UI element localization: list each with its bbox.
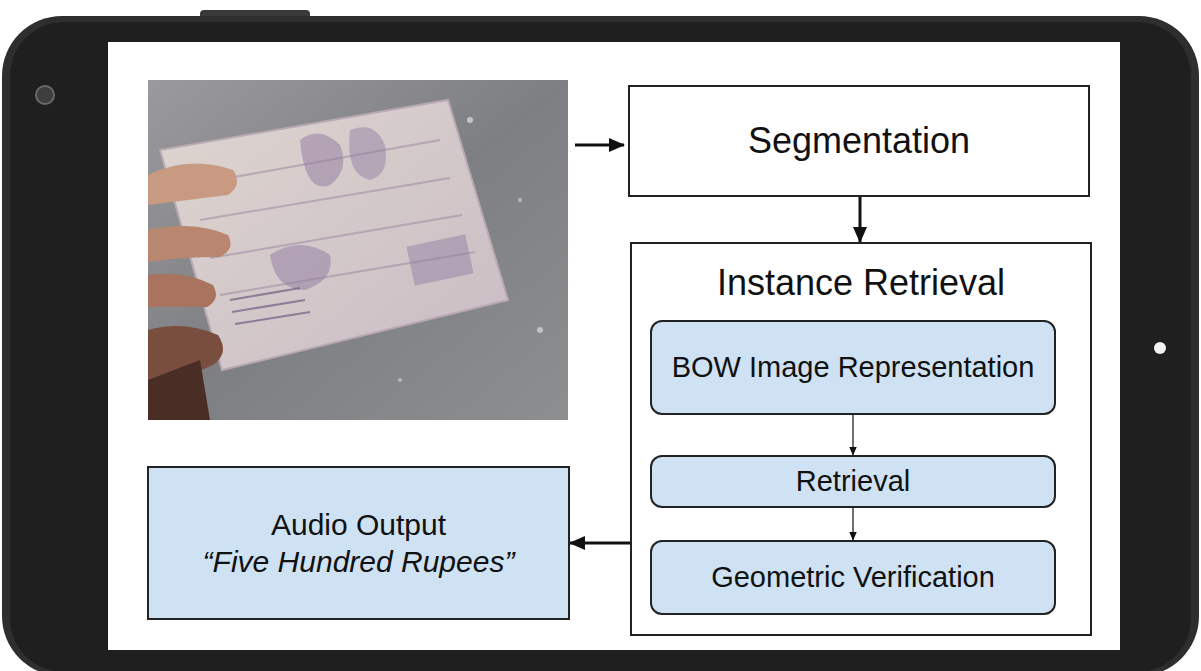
input-arrow — [575, 144, 624, 147]
flow-arrow — [570, 542, 630, 545]
node-label: Instance Retrieval — [632, 244, 1090, 304]
phone-screen — [108, 42, 1120, 650]
flow-arrow — [852, 508, 853, 540]
phone-bezel — [10, 22, 1191, 671]
node-label: Retrieval — [796, 464, 910, 499]
phone-camera — [36, 86, 54, 104]
banknote-photo — [148, 80, 568, 420]
node-label: Audio Output — [271, 506, 446, 544]
step-box: Retrieval — [650, 455, 1056, 508]
group-box: Instance RetrievalBOW Image Representati… — [630, 242, 1092, 636]
flow-arrow — [852, 415, 853, 455]
node-subtext: “Five Hundred Rupees” — [203, 543, 515, 581]
process-box: Segmentation — [628, 85, 1090, 197]
node-label: BOW Image Representation — [672, 350, 1035, 385]
phone-sensor — [1154, 342, 1166, 354]
node-label: Segmentation — [748, 120, 970, 162]
node-label: Geometric Verification — [711, 560, 995, 595]
output-box: Audio Output“Five Hundred Rupees” — [147, 466, 570, 620]
step-box: BOW Image Representation — [650, 320, 1056, 415]
step-box: Geometric Verification — [650, 540, 1056, 615]
flow-arrow — [859, 197, 862, 242]
phone-body — [2, 16, 1199, 671]
